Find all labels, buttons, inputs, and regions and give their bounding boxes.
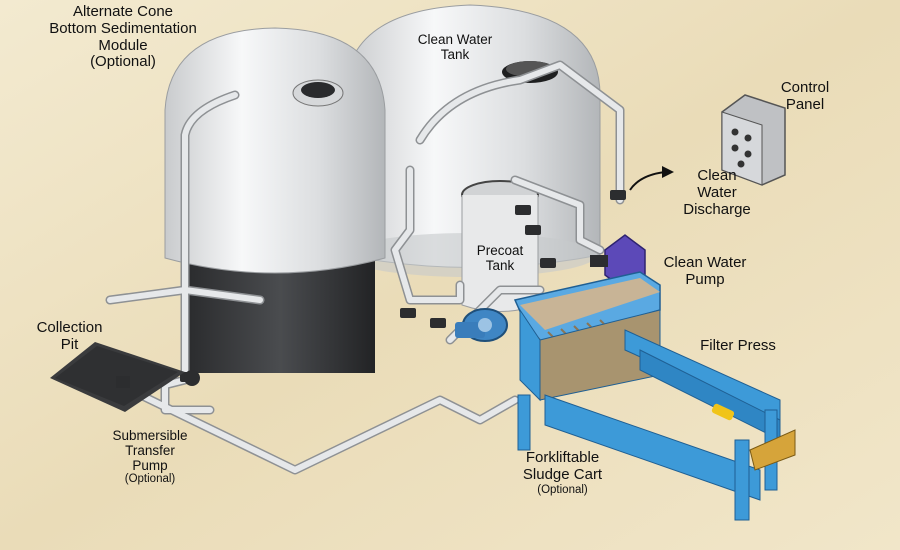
label-clean-water-tank: Clean Water Tank [405, 32, 505, 62]
label-line: Alternate Cone [72, 3, 174, 20]
label-line: Water [697, 183, 737, 201]
label-line: (Optional) [90, 53, 156, 71]
label-line: Discharge [683, 200, 751, 218]
label-precoat-tank: Precoat Tank [465, 243, 535, 273]
label-line: Bottom Sedimentation [49, 19, 197, 37]
label-cone-module: Alternate Cone Bottom Sedimentation Modu… [38, 3, 208, 71]
label-sludge-cart: Forkliftable Sludge Cart (Optional) [505, 449, 620, 496]
label-line: Forkliftable [525, 449, 600, 466]
label-line: Clean Water [417, 32, 493, 47]
label-line: (Optional) [537, 483, 588, 496]
label-line: Control [780, 79, 830, 96]
label-submersible-pump: Submersible Transfer Pump (Optional) [95, 428, 205, 486]
cone-bottom-sedimentation-module [164, 27, 386, 373]
label-line: Pump [685, 270, 725, 288]
label-line: Submersible [112, 428, 188, 443]
label-line: Tank [485, 258, 515, 274]
label-filter-press: Filter Press [683, 337, 793, 355]
label-line: Collection [36, 319, 103, 336]
label-line: Tank [440, 47, 470, 63]
label-line: Module [98, 36, 148, 54]
label-line: (Optional) [124, 473, 176, 486]
precoat-tank [461, 180, 539, 312]
label-line: Panel [785, 95, 825, 113]
label-collection-pit: Collection Pit [22, 319, 117, 354]
label-line: Clean [697, 167, 737, 184]
filter-press [513, 271, 796, 521]
label-line: Precoat [476, 243, 524, 258]
label-clean-water-discharge: Clean Water Discharge [672, 167, 762, 218]
control-panel-icon [721, 94, 786, 186]
arrow-right-icon [629, 166, 674, 191]
label-line: Pump [132, 458, 168, 474]
transfer-pump-blue [455, 308, 508, 342]
piping-network [105, 60, 626, 475]
label-line: Filter Press [700, 337, 776, 354]
label-line: Pit [60, 335, 79, 353]
label-line: Transfer [125, 443, 175, 459]
label-clean-water-pump: Clean Water Pump [650, 254, 760, 289]
label-line: Sludge Cart [522, 465, 603, 483]
submersible-transfer-pump [116, 370, 200, 388]
label-line: Clean Water [663, 254, 747, 271]
label-control-panel: Control Panel [770, 79, 840, 114]
